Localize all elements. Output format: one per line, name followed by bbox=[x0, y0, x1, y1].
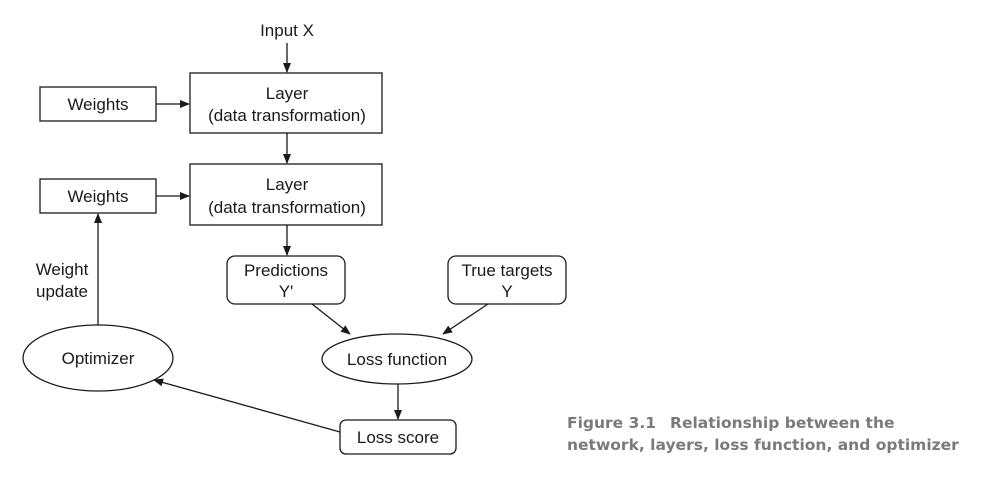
true-targets-label: True targets bbox=[461, 261, 552, 280]
layer-2-box: Layer (data transformation) bbox=[189, 163, 383, 226]
predictions-box: Predictions Y' bbox=[226, 255, 346, 305]
loss-function-label: Loss function bbox=[347, 350, 447, 369]
loss-score-label: Loss score bbox=[357, 428, 439, 447]
weights-2-box: Weights bbox=[39, 178, 157, 214]
input-x-label: Input X bbox=[260, 21, 314, 40]
caption-line-1: Figure 3.1 Relationship between the bbox=[567, 412, 997, 434]
loss-score-box: Loss score bbox=[339, 419, 457, 455]
figure-caption: Figure 3.1 Relationship between the netwo… bbox=[567, 412, 997, 456]
loss-score-to-optimizer-arrow bbox=[153, 378, 341, 433]
predictions-to-loss-arrow bbox=[311, 303, 351, 335]
weights-1-label: Weights bbox=[67, 95, 128, 114]
loss-function-node: Loss function bbox=[321, 333, 473, 385]
layer-1-box: Layer (data transformation) bbox=[189, 72, 383, 134]
layer-2-title: Layer bbox=[266, 175, 309, 194]
true-targets-symbol: Y bbox=[501, 282, 512, 301]
layer-1-title: Layer bbox=[266, 84, 309, 103]
figure-number: Figure 3.1 bbox=[567, 414, 657, 432]
caption-text-line-1: Relationship between the bbox=[670, 414, 895, 432]
weights-1-box: Weights bbox=[39, 86, 157, 122]
optimizer-label: Optimizer bbox=[62, 349, 135, 368]
layer-2-subtitle: (data transformation) bbox=[208, 198, 366, 217]
optimizer-node: Optimizer bbox=[22, 324, 174, 392]
targets-to-loss-arrow bbox=[442, 303, 489, 335]
layer-1-subtitle: (data transformation) bbox=[208, 106, 366, 125]
caption-text-line-2: network, layers, loss function, and opti… bbox=[567, 436, 959, 454]
true-targets-box: True targets Y bbox=[447, 255, 567, 305]
weight-update-label-line2: update bbox=[36, 282, 88, 301]
predictions-label: Predictions bbox=[244, 261, 328, 280]
weights-2-label: Weights bbox=[67, 187, 128, 206]
weight-update-label-line1: Weight bbox=[36, 260, 89, 279]
predictions-symbol: Y' bbox=[279, 282, 294, 301]
